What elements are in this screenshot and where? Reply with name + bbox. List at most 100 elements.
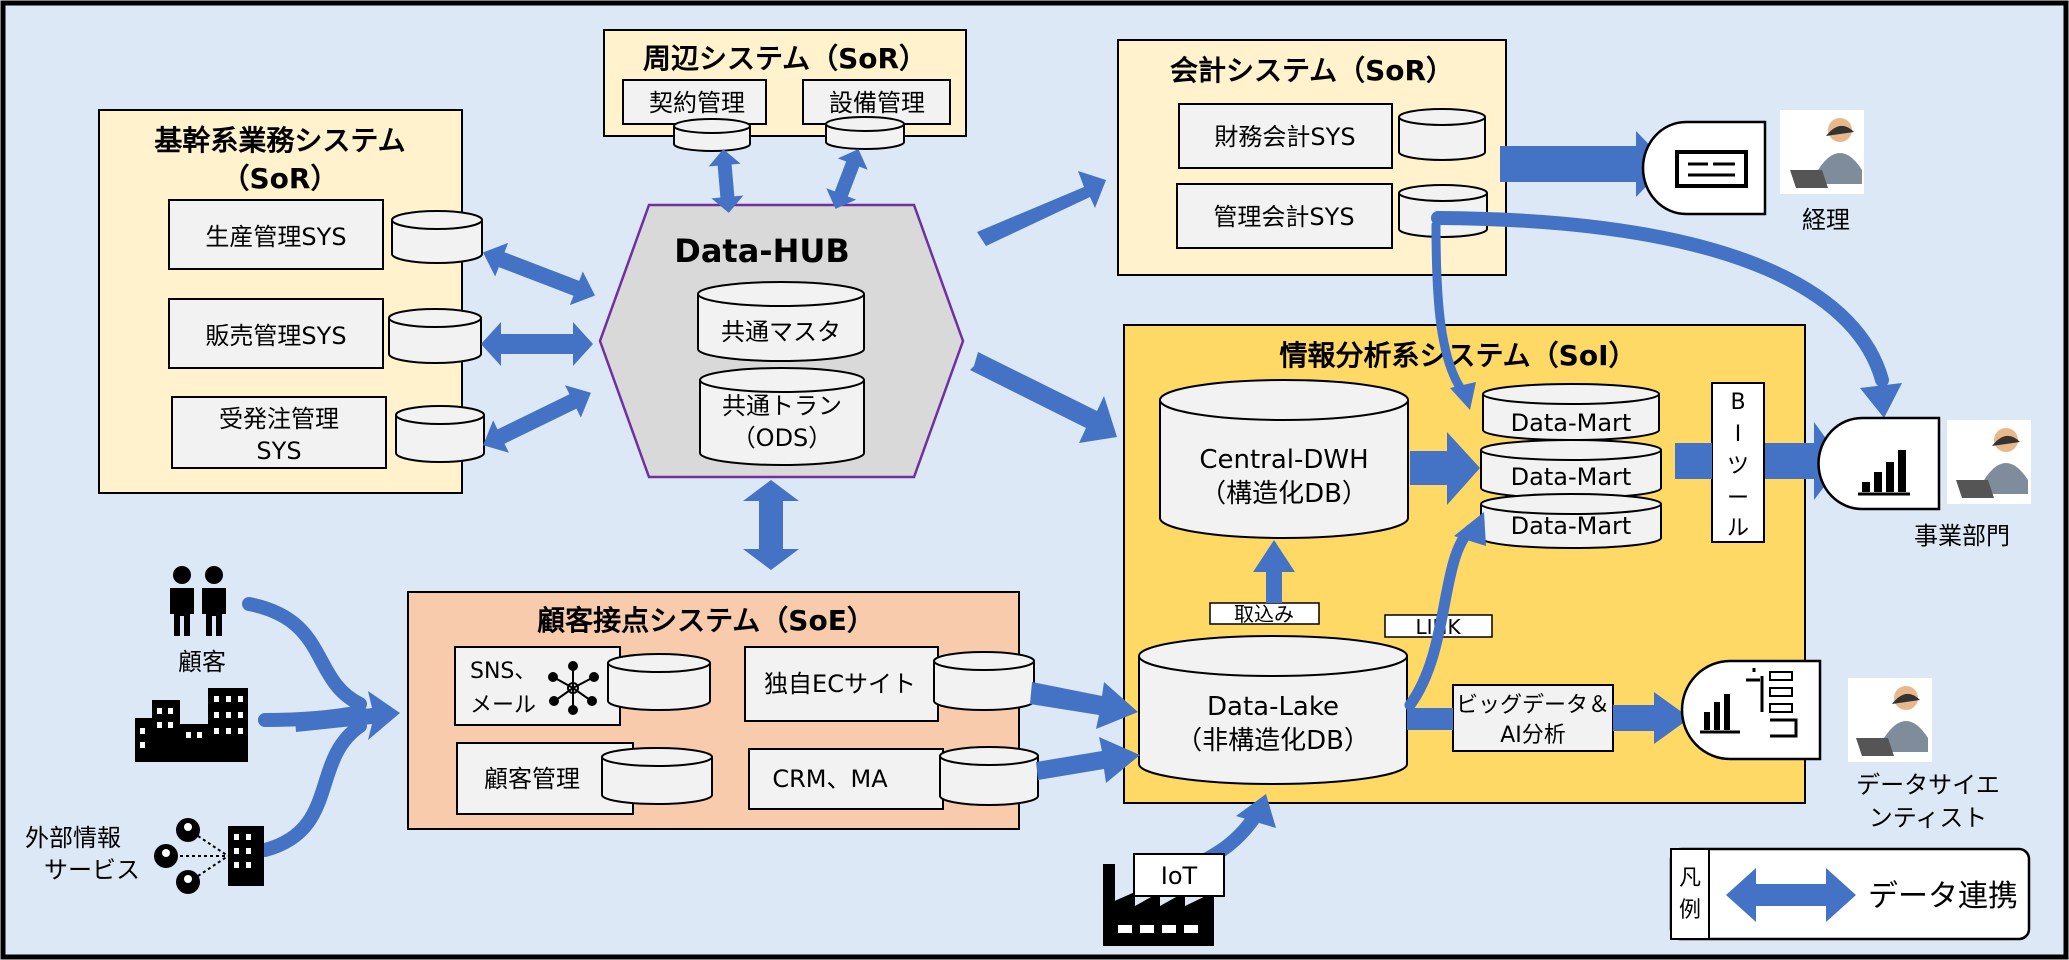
- management-accounting-label: 管理会計SYS: [1213, 203, 1354, 231]
- ec-site-box: [744, 646, 939, 722]
- customer-mgmt-label: 顧客管理: [484, 765, 580, 793]
- data-mart-db-icon: [1480, 439, 1662, 499]
- bi-tool-char: B: [1730, 390, 1745, 415]
- central-dwh-label-sub: （構造化DB）: [1200, 479, 1368, 509]
- engagement-system-panel: 顧客接点システム（SoE） SNS、 メール 独自ECサイト 顧客管理 CRM、…: [407, 591, 1039, 830]
- peripheral-system-title: 周辺システム（SoR）: [643, 42, 927, 75]
- production-db-icon: [391, 210, 483, 264]
- legend: 凡 例 データ連携: [1669, 847, 2031, 941]
- data-lake-label-sub: （非構造化DB）: [1176, 726, 1370, 756]
- person-at-laptop-icon: [1947, 420, 2031, 504]
- arrow-dwh-to-mart: [1410, 432, 1480, 505]
- core-system-panel: 基幹系業務システム （SoR） 生産管理SYS 販売管理SYS 受発注管理 SY…: [98, 109, 485, 494]
- sns-mail-label: SNS、: [470, 659, 536, 684]
- arrow-to-accounting: [977, 171, 1106, 246]
- arrow-lake-to-bigdata: [1407, 708, 1453, 730]
- receipt-icon: [1675, 150, 1748, 188]
- common-master-label: 共通マスタ: [721, 318, 841, 346]
- business-user-label: 事業部門: [1914, 522, 2010, 550]
- double-arrow: [482, 242, 596, 306]
- person-at-laptop-icon: [1848, 678, 1932, 762]
- data-mart-label-2: Data-Mart: [1511, 463, 1632, 491]
- sales-mgmt-box: [168, 298, 384, 369]
- equipment-db-icon: [825, 116, 905, 150]
- customers-icon: [170, 566, 226, 636]
- sns-mail-label-sub: メール: [470, 693, 536, 718]
- bigdata-ai-label: ビッグデータ＆: [1456, 693, 1610, 718]
- ec-site-label: 独自ECサイト: [764, 670, 916, 698]
- bi-tool-box: [1711, 382, 1765, 543]
- core-system-title: 基幹系業務システム: [154, 124, 405, 157]
- arrow-crm-to-lake: [1036, 737, 1140, 783]
- external-info-icon: [154, 818, 264, 894]
- arrow-to-analysis: [970, 352, 1117, 443]
- bi-tool-char: ル: [1727, 516, 1749, 541]
- double-arrow: [743, 480, 799, 570]
- finance-user-label: 経理: [1802, 206, 1850, 234]
- factory-icon: [1103, 864, 1214, 946]
- data-lake-label: Data-Lake: [1207, 692, 1339, 722]
- contract-mgmt-label: 契約管理: [649, 89, 745, 117]
- double-arrow: [483, 385, 591, 453]
- financial-accounting-box: [1178, 103, 1393, 169]
- arrow-bigdata-to-scientist: [1613, 692, 1690, 744]
- legend-double-arrow: [1726, 868, 1856, 922]
- financial-accounting-label: 財務会計SYS: [1214, 123, 1355, 151]
- data-mart-label-1: Data-Mart: [1511, 409, 1632, 437]
- crm-db-icon: [939, 746, 1039, 806]
- core-system-title-sub: （SoR）: [222, 162, 339, 195]
- customers-label: 顧客: [178, 648, 226, 676]
- analysis-report-icon: [1700, 668, 1798, 738]
- bi-tool-char: I: [1735, 422, 1742, 447]
- order-mgmt-label-sub: SYS: [256, 437, 301, 465]
- ec-db-icon: [933, 651, 1035, 711]
- financial-db-icon: [1398, 108, 1486, 161]
- double-arrow: [826, 149, 868, 209]
- production-mgmt-label: 生産管理SYS: [205, 223, 346, 251]
- double-arrow: [481, 322, 593, 366]
- central-dwh-label: Central-DWH: [1199, 445, 1368, 475]
- bar-chart-icon: [1858, 450, 1910, 496]
- import-label-box: [1209, 602, 1320, 625]
- data-hub-title: Data-HUB: [674, 232, 849, 270]
- common-master-db-icon: [697, 281, 865, 362]
- sns-db-icon: [607, 653, 711, 711]
- data-lake-db-icon: [1138, 635, 1408, 785]
- accounting-system-panel: 会計システム（SoR） 財務会計SYS 管理会計SYS: [1117, 39, 1507, 276]
- bi-tool-char: ー: [1727, 486, 1749, 511]
- common-tran-db-icon: [699, 367, 865, 466]
- legend-label-sub: 例: [1679, 898, 1701, 923]
- order-mgmt-box: [171, 396, 387, 469]
- scientist-user-label-sub: ンティスト: [1869, 804, 1988, 832]
- network-icon: [548, 661, 599, 715]
- person-at-laptop-icon: [1780, 110, 1864, 194]
- bi-tool-char: ツ: [1727, 454, 1749, 479]
- data-flow-arrows: [295, 131, 1843, 783]
- legend-label: 凡: [1679, 866, 1701, 891]
- arrow-head: [1450, 382, 1476, 410]
- double-arrow: [708, 149, 744, 213]
- arrow-head: [1454, 512, 1486, 546]
- buildings-icon: [135, 688, 248, 762]
- crm-ma-box: [748, 748, 944, 810]
- arrow-mart-to-bi: [1675, 443, 1712, 479]
- sales-db-icon: [388, 308, 482, 364]
- data-hub: Data-HUB 共通マスタ 共通トラン （ODS）: [598, 203, 965, 479]
- engagement-system-title: 顧客接点システム（SoE）: [537, 604, 875, 637]
- arrow-accounting-to-finance: [1500, 131, 1668, 197]
- import-label: 取込み: [1234, 602, 1294, 626]
- iot-label: IoT: [1161, 862, 1198, 890]
- common-tran-label: 共通トラン: [722, 392, 842, 420]
- arrow-head: [1236, 794, 1276, 828]
- arrow-lake-to-dwh: [1253, 540, 1295, 603]
- peripheral-system-panel: 周辺システム（SoR） 契約管理 設備管理: [603, 29, 967, 152]
- production-mgmt-box: [168, 199, 384, 270]
- accounting-system-title: 会計システム（SoR）: [1170, 54, 1454, 87]
- equipment-mgmt-label: 設備管理: [829, 89, 925, 117]
- bigdata-ai-box: [1452, 684, 1614, 752]
- analysis-system-panel: 情報分析系システム（SoI） Central-DWH （構造化DB） Data-…: [1123, 324, 1806, 804]
- order-mgmt-label: 受発注管理: [219, 405, 339, 433]
- common-tran-label-sub: （ODS）: [732, 424, 833, 452]
- management-db-icon: [1398, 184, 1488, 238]
- bigdata-ai-label-sub: AI分析: [1500, 723, 1566, 748]
